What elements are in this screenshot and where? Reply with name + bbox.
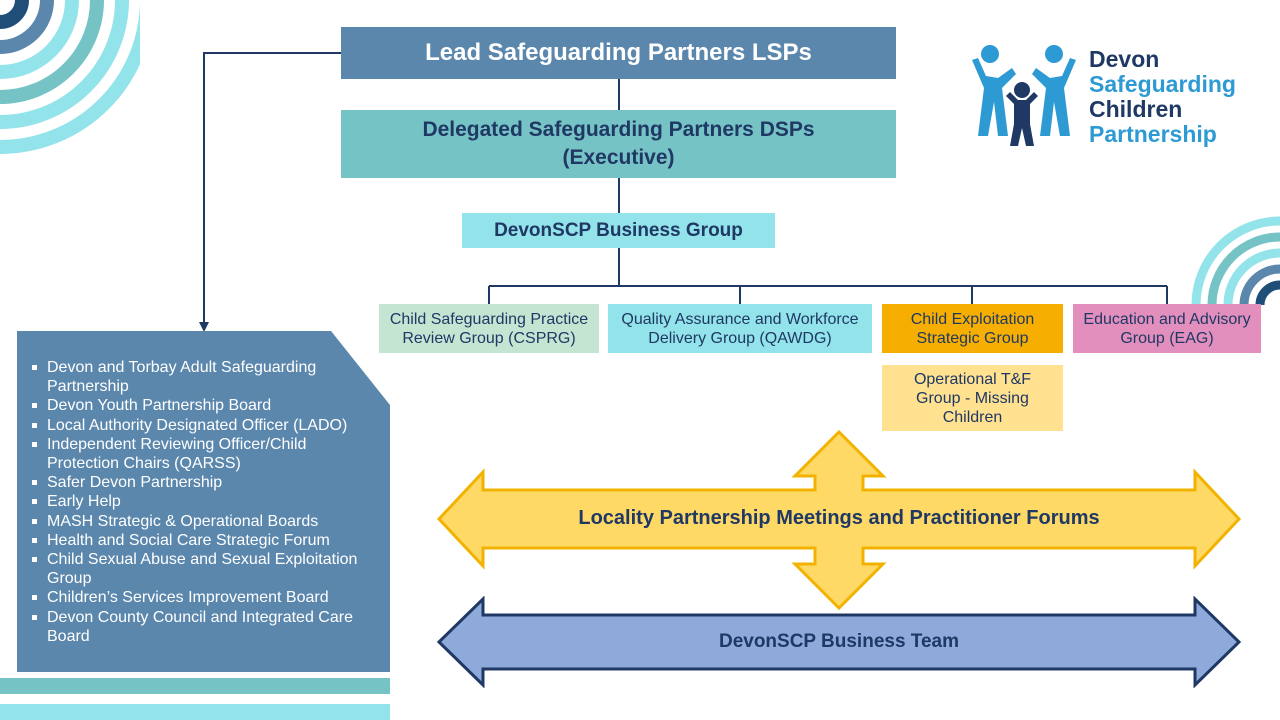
business-team-arrow: DevonSCP Business Team	[436, 596, 1242, 688]
double-arrow-shape	[436, 596, 1242, 688]
list-item: Devon Youth Partnership Board	[32, 396, 377, 415]
logo-wordmark: Devon Safeguarding Children Partnership	[1089, 47, 1236, 147]
list-item: Devon County Council and Integrated Care…	[32, 608, 377, 646]
qawdg-label: Quality Assurance and Workforce Delivery…	[621, 310, 859, 347]
list-item: Safer Devon Partnership	[32, 473, 377, 492]
delegated-safeguarding-partners-box: Delegated Safeguarding Partners DSPs (Ex…	[341, 110, 896, 178]
dsp-sublabel: (Executive)	[562, 146, 675, 169]
panel-background	[17, 331, 390, 672]
child-exploitation-box: Child Exploitation Strategic Group	[882, 304, 1063, 353]
list-item: MASH Strategic & Operational Boards	[32, 512, 377, 531]
child-exploitation-label: Child Exploitation Strategic Group	[910, 310, 1035, 347]
footer-stripe-teal	[0, 678, 390, 694]
devon-scp-logo	[964, 40, 1254, 155]
eag-box: Education and Advisory Group (EAG)	[1073, 304, 1261, 353]
eag-label: Education and Advisory Group (EAG)	[1083, 310, 1251, 347]
list-item: Children’s Services Improvement Board	[32, 588, 377, 607]
lsp-label: Lead Safeguarding Partners LSPs	[425, 39, 812, 66]
locality-arrow-label: Locality Partnership Meetings and Practi…	[578, 507, 1100, 529]
qawdg-box: Quality Assurance and Workforce Delivery…	[608, 304, 872, 353]
dsp-label: Delegated Safeguarding Partners DSPs	[422, 118, 815, 141]
business-group-box: DevonSCP Business Group	[462, 213, 775, 248]
footer-stripe-aqua	[0, 704, 390, 720]
partnership-list: Devon and Torbay Adult Safeguarding Part…	[32, 358, 377, 646]
operational-tf-box: Operational T&F Group - Missing Children	[882, 365, 1063, 431]
operational-tf-label: Operational T&F Group - Missing Children	[913, 370, 1032, 426]
partnership-list-panel: Devon and Torbay Adult Safeguarding Part…	[17, 331, 390, 672]
business-team-label: DevonSCP Business Team	[718, 631, 960, 652]
family-figures-icon	[972, 45, 1076, 146]
list-item: Child Sexual Abuse and Sexual Exploitati…	[32, 550, 377, 588]
logo-line-children: Children	[1089, 96, 1183, 122]
four-way-arrow-shape	[436, 430, 1242, 610]
list-item: Independent Reviewing Officer/Child Prot…	[32, 435, 377, 473]
logo-line-devon: Devon	[1089, 46, 1160, 72]
logo-line-safeguarding: Safeguarding	[1089, 71, 1236, 97]
list-item: Early Help	[32, 492, 377, 511]
csprg-box: Child Safeguarding Practice Review Group…	[379, 304, 599, 353]
locality-arrow: Locality Partnership Meetings and Practi…	[436, 430, 1242, 610]
lead-safeguarding-partners-box: Lead Safeguarding Partners LSPs	[341, 27, 896, 79]
list-item: Health and Social Care Strategic Forum	[32, 531, 377, 550]
business-group-label: DevonSCP Business Group	[494, 219, 743, 241]
list-item: Devon and Torbay Adult Safeguarding Part…	[32, 358, 377, 396]
list-item: Local Authority Designated Officer (LADO…	[32, 416, 377, 435]
csprg-label: Child Safeguarding Practice Review Group…	[389, 310, 589, 347]
logo-line-partnership: Partnership	[1089, 121, 1217, 147]
